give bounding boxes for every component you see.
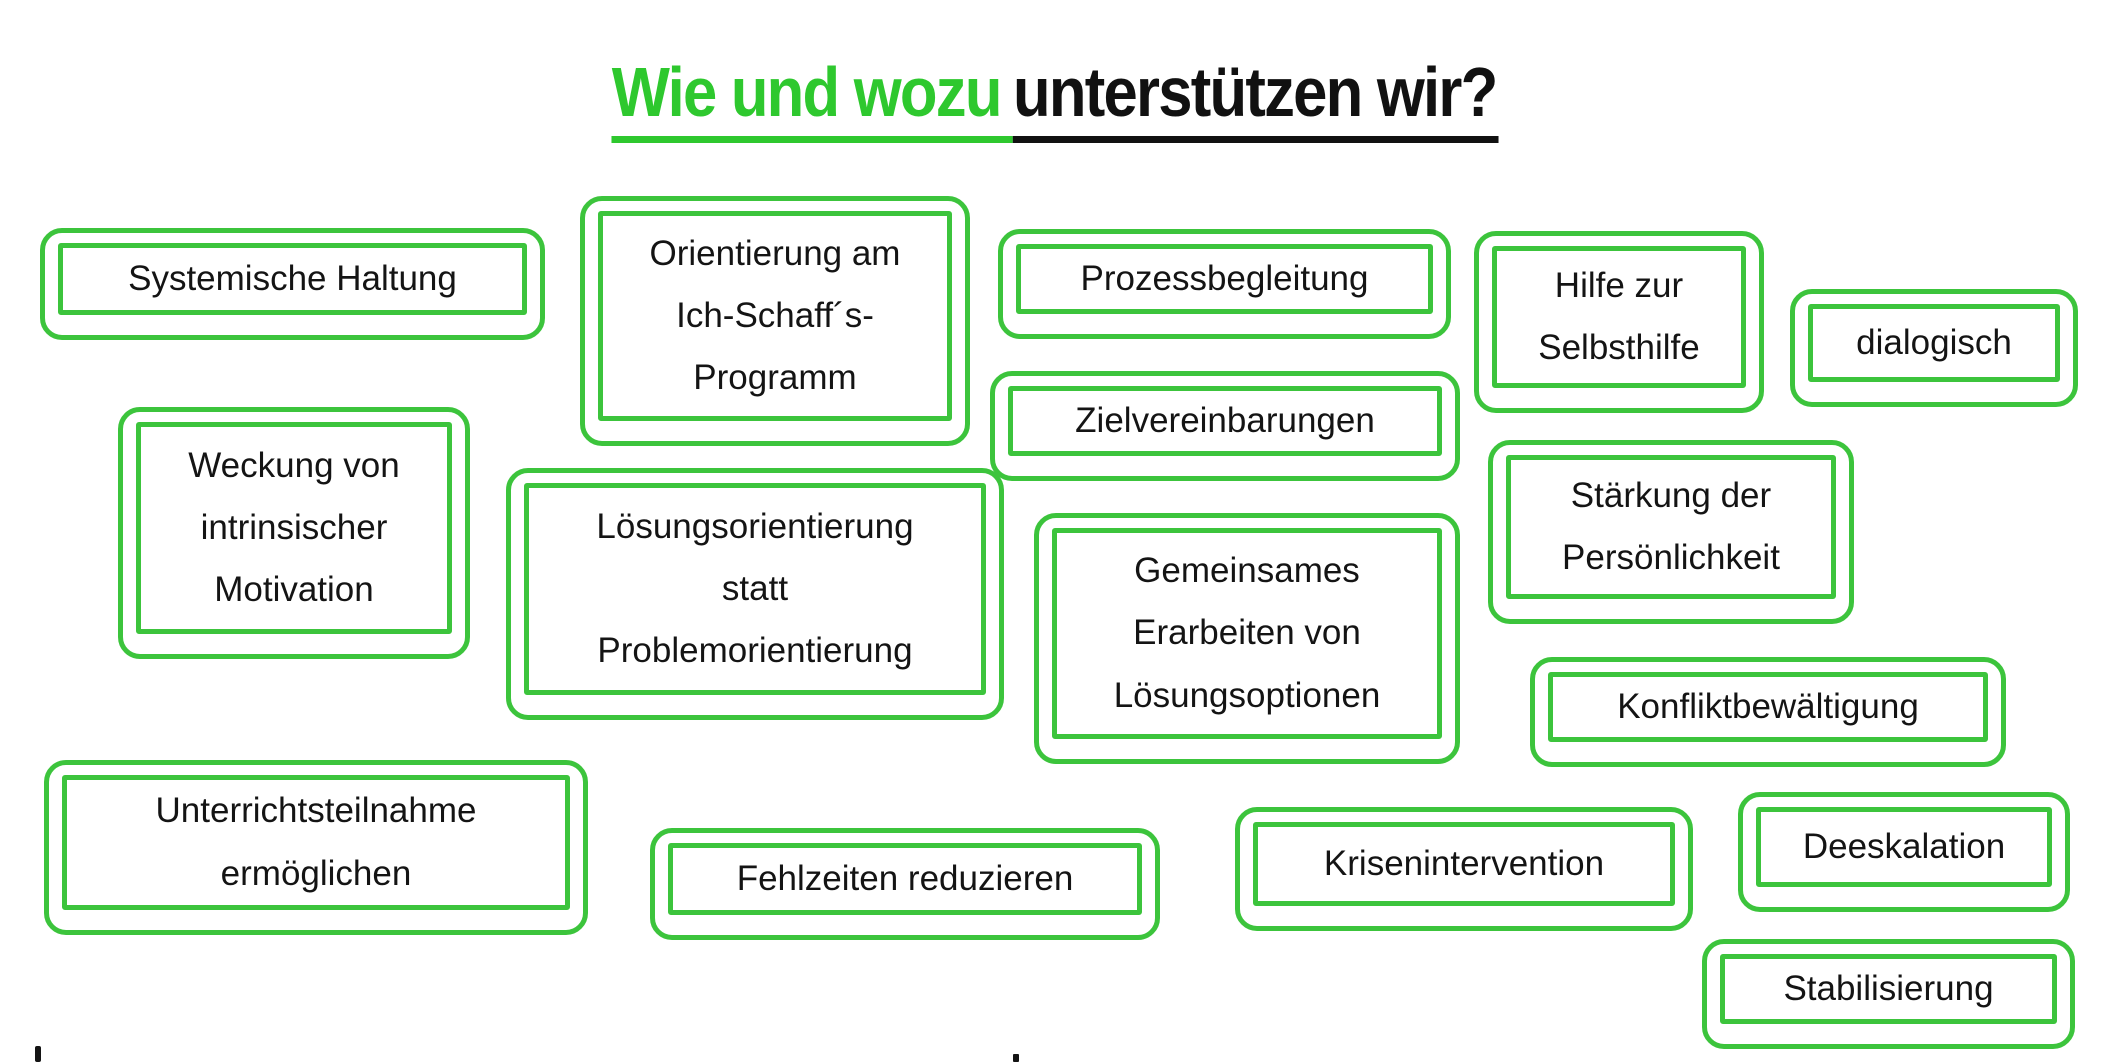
topic-label: Konfliktbewältigung [1617,686,1919,726]
topic-box-fehlzeiten-reduzieren: Fehlzeiten reduzieren [650,828,1160,940]
topic-box-inner-frame: Prozessbegleitung [1016,244,1433,314]
topic-box-konfliktbewaeltigung: Konfliktbewältigung [1530,657,2006,767]
title-green-part: Wie und wozu [611,47,1014,143]
topic-box-inner-frame: dialogisch [1808,304,2060,382]
topic-box-weckung-intrinsischer-motivation: Weckung von intrinsischer Motivation [118,407,470,659]
topic-label: dialogisch [1856,322,2012,362]
topic-box-inner-frame: Zielvereinbarungen [1008,386,1442,456]
topic-box-inner-frame: Lösungsorientierung statt Problemorienti… [524,483,986,695]
topic-box-krisenintervention: Krisenintervention [1235,807,1693,931]
topic-label: Lösungsorientierung statt Problemorienti… [596,506,914,671]
topic-box-inner-frame: Stabilisierung [1720,954,2057,1024]
topic-box-inner-frame: Krisenintervention [1253,822,1675,906]
topic-label: Unterrichtsteilnahme ermöglichen [155,791,477,893]
topic-box-inner-frame: Weckung von intrinsischer Motivation [136,422,452,634]
topic-box-hilfe-zur-selbsthilfe: Hilfe zur Selbsthilfe [1474,231,1764,413]
topic-box-inner-frame: Stärkung der Persönlichkeit [1506,455,1836,599]
topic-label: Krisenintervention [1323,843,1605,883]
topic-box-inner-frame: Gemeinsames Erarbeiten von Lösungsoption… [1052,528,1442,739]
topic-label: Systemische Haltung [128,258,457,298]
topic-box-dialogisch: dialogisch [1790,289,2078,407]
topic-label: Hilfe zur Selbsthilfe [1538,265,1700,367]
topic-label: Prozessbegleitung [1080,258,1369,298]
page-title: Wie und wozu unterstützen wir? [127,47,1984,143]
topic-box-stabilisierung: Stabilisierung [1702,939,2075,1049]
topic-box-inner-frame: Hilfe zur Selbsthilfe [1492,246,1746,388]
topic-label: Orientierung am Ich-Schaff´s- Programm [649,233,901,398]
topic-box-inner-frame: Konfliktbewältigung [1548,672,1988,742]
topic-box-prozessbegleitung: Prozessbegleitung [998,229,1451,339]
topic-box-systemische-haltung: Systemische Haltung [40,228,545,340]
topic-box-inner-frame: Systemische Haltung [58,243,527,315]
topic-box-inner-frame: Deeskalation [1756,807,2052,887]
topic-label: Zielvereinbarungen [1075,400,1375,440]
topic-box-deeskalation: Deeskalation [1738,792,2070,912]
clipped-text-fragment-left [35,1046,41,1062]
topic-label: Stabilisierung [1783,968,1994,1008]
clipped-text-fragment-right [1013,1054,1019,1062]
topic-box-inner-frame: Unterrichtsteilnahme ermöglichen [62,775,570,910]
topic-box-unterrichtsteilnahme: Unterrichtsteilnahme ermöglichen [44,760,588,935]
topic-box-inner-frame: Orientierung am Ich-Schaff´s- Programm [598,211,952,421]
topic-box-gemeinsames-erarbeiten: Gemeinsames Erarbeiten von Lösungsoption… [1034,513,1460,764]
topic-label: Fehlzeiten reduzieren [736,858,1074,898]
topic-label: Deeskalation [1802,826,2006,866]
topic-box-orientierung-ich-schaffs: Orientierung am Ich-Schaff´s- Programm [580,196,970,446]
topic-label: Stärkung der Persönlichkeit [1562,475,1780,577]
topic-box-loesungsorientierung: Lösungsorientierung statt Problemorienti… [506,468,1004,720]
topic-box-staerkung-persoenlichkeit: Stärkung der Persönlichkeit [1488,440,1854,624]
topic-box-inner-frame: Fehlzeiten reduzieren [668,843,1142,915]
topic-label: Weckung von intrinsischer Motivation [188,445,400,610]
topic-label: Gemeinsames Erarbeiten von Lösungsoption… [1113,551,1381,715]
title-black-part: unterstützen wir? [1013,47,1498,143]
topic-box-zielvereinbarungen: Zielvereinbarungen [990,371,1460,481]
